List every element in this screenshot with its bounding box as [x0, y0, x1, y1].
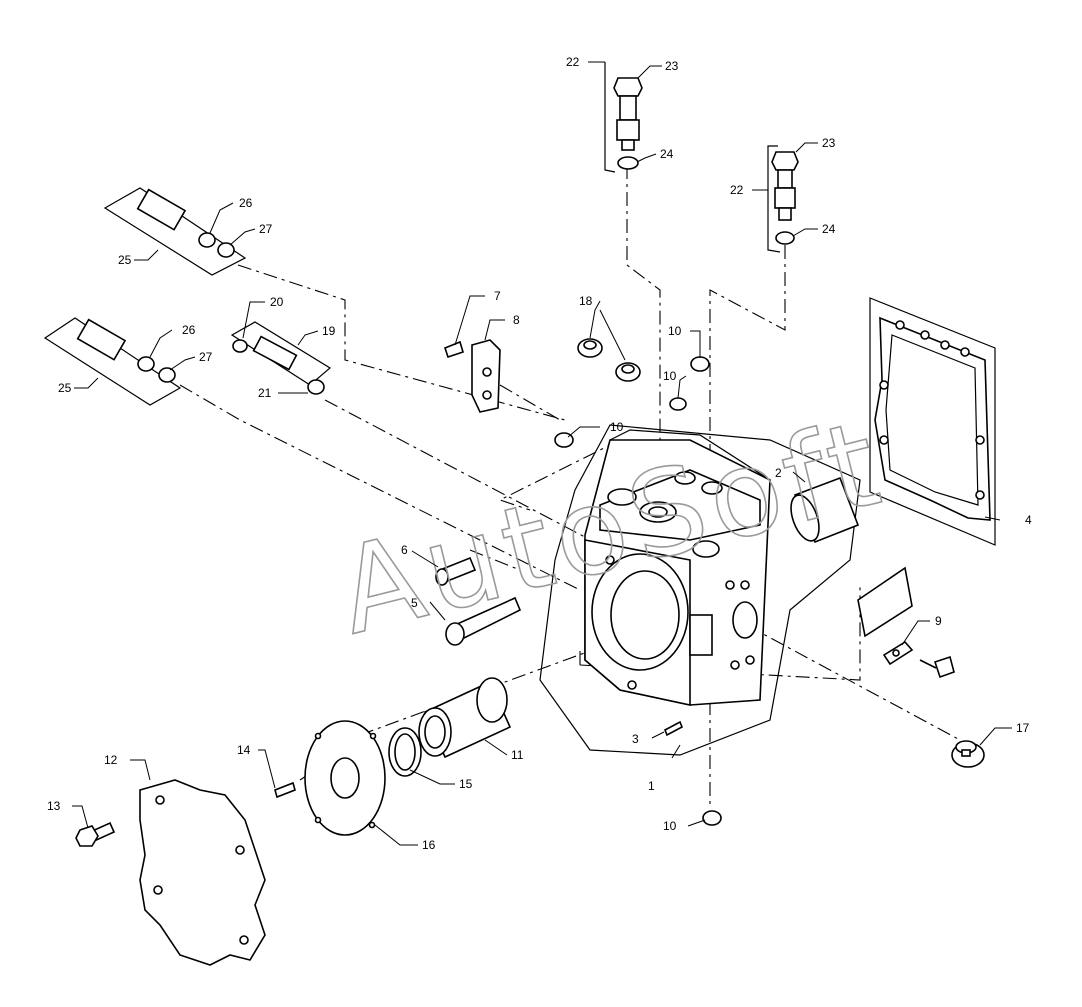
- callout-10-top: 10: [668, 324, 682, 338]
- sleeve: [790, 476, 860, 544]
- seal-flange: [304, 720, 386, 836]
- callout-17: 17: [1016, 721, 1030, 735]
- callout-25-upper: 25: [118, 253, 132, 267]
- callout-8: 8: [513, 313, 520, 327]
- hex-bolt: [75, 821, 116, 847]
- callout-27-lower: 27: [199, 350, 213, 364]
- callout-2: 2: [775, 466, 782, 480]
- gasket: [869, 297, 996, 546]
- valve-cartridge-right: [767, 145, 799, 253]
- callout-6: 6: [401, 543, 408, 557]
- callout-22-right: 22: [730, 183, 744, 197]
- adapter-plate: [139, 779, 266, 966]
- valve-cartridge-top: [604, 62, 643, 173]
- check-valve-assembly: [230, 321, 332, 395]
- callout-12: 12: [104, 753, 118, 767]
- callout-24-top: 24: [660, 147, 674, 161]
- cover-plate: [857, 566, 955, 679]
- callout-21: 21: [258, 386, 272, 400]
- pump-housing: [584, 429, 771, 706]
- callout-4: 4: [1025, 513, 1032, 527]
- bracket: [444, 339, 501, 413]
- callout-26-lower: 26: [182, 323, 196, 337]
- callout-23-right: 23: [822, 136, 836, 150]
- drive-shaft: [418, 677, 512, 759]
- flange-screw: [274, 781, 296, 799]
- plug: [951, 740, 985, 768]
- relief-cartridge-upper: [103, 187, 247, 276]
- callout-13: 13: [47, 799, 61, 813]
- callout-22-top: 22: [566, 55, 580, 69]
- callout-27-upper: 27: [259, 222, 273, 236]
- callout-16: 16: [422, 838, 436, 852]
- callout-24-right: 24: [822, 222, 836, 236]
- callout-10-left: 10: [610, 420, 624, 434]
- callout-26-upper: 26: [239, 196, 253, 210]
- callout-9: 9: [935, 614, 942, 628]
- callout-14: 14: [237, 743, 251, 757]
- plugs-top: [554, 338, 722, 826]
- callout-11: 11: [511, 748, 524, 762]
- dowel-pin: [663, 720, 684, 737]
- callout-3: 3: [632, 732, 639, 746]
- callout-20: 20: [270, 295, 284, 309]
- callout-25-lower: 25: [58, 381, 72, 395]
- callout-1: 1: [648, 779, 655, 793]
- callout-15: 15: [459, 777, 473, 791]
- socket-bolts: [435, 556, 522, 646]
- callout-5: 5: [411, 596, 418, 610]
- callout-19: 19: [322, 324, 336, 338]
- callout-10-bottom: 10: [663, 819, 677, 833]
- callout-23-top: 23: [665, 59, 679, 73]
- callout-7: 7: [494, 289, 501, 303]
- callout-18: 18: [579, 294, 593, 308]
- callout-10-mid: 10: [663, 369, 677, 383]
- relief-cartridge-lower: [43, 317, 182, 406]
- callout-labels: 1 2 3 4 5 6 7 8 9 10 10 10 10 11 12 13 1…: [47, 55, 1032, 852]
- housing-group-outline: [539, 424, 861, 756]
- leader-lines: [72, 61, 1012, 846]
- retaining-ring: [388, 727, 422, 777]
